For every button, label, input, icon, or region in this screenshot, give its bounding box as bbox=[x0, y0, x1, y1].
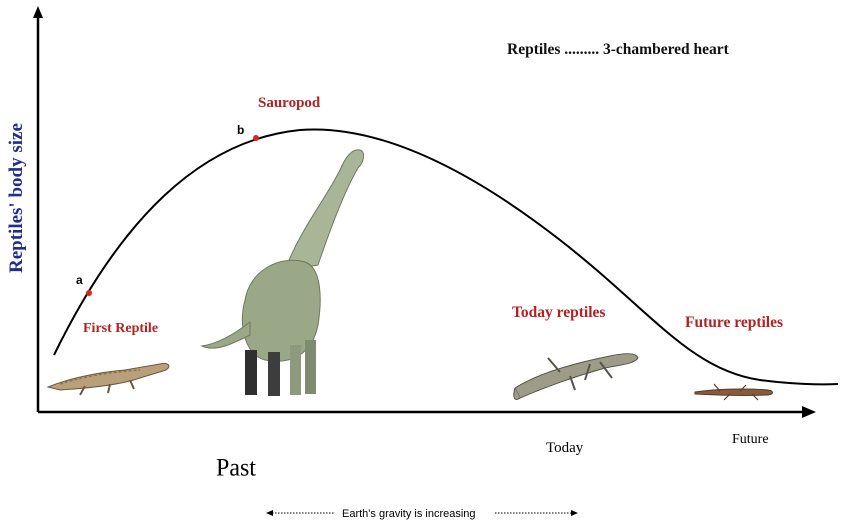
y-axis-arrow bbox=[33, 6, 43, 18]
small-lizard-illustration bbox=[695, 384, 773, 400]
point-b-marker bbox=[253, 135, 259, 141]
x-label-today: Today bbox=[546, 440, 584, 456]
point-b-label: b bbox=[237, 123, 244, 137]
sauropod-label: Sauropod bbox=[258, 95, 321, 111]
first-reptile-label: First Reptile bbox=[83, 321, 158, 336]
point-a-label: a bbox=[76, 273, 83, 287]
diagram-heading: Reptiles ......... 3-chambered heart bbox=[507, 41, 730, 58]
gravity-arrowhead-left bbox=[266, 510, 273, 516]
lizard-illustration bbox=[514, 354, 638, 400]
gravity-note: Earth's gravity is increasing bbox=[342, 508, 476, 520]
y-axis-label: Reptiles' body size bbox=[6, 123, 27, 273]
point-a-marker bbox=[86, 290, 92, 296]
x-label-past: Past bbox=[216, 454, 256, 482]
x-label-future: Future bbox=[732, 432, 769, 447]
sauropod-illustration bbox=[202, 150, 364, 396]
x-axis-arrow bbox=[802, 406, 816, 418]
today-reptiles-label: Today reptiles bbox=[512, 304, 605, 321]
future-reptiles-label: Future reptiles bbox=[685, 314, 783, 331]
body-size-curve bbox=[54, 129, 838, 384]
crocodile-illustration bbox=[48, 363, 169, 395]
gravity-arrowhead-right bbox=[571, 510, 578, 516]
